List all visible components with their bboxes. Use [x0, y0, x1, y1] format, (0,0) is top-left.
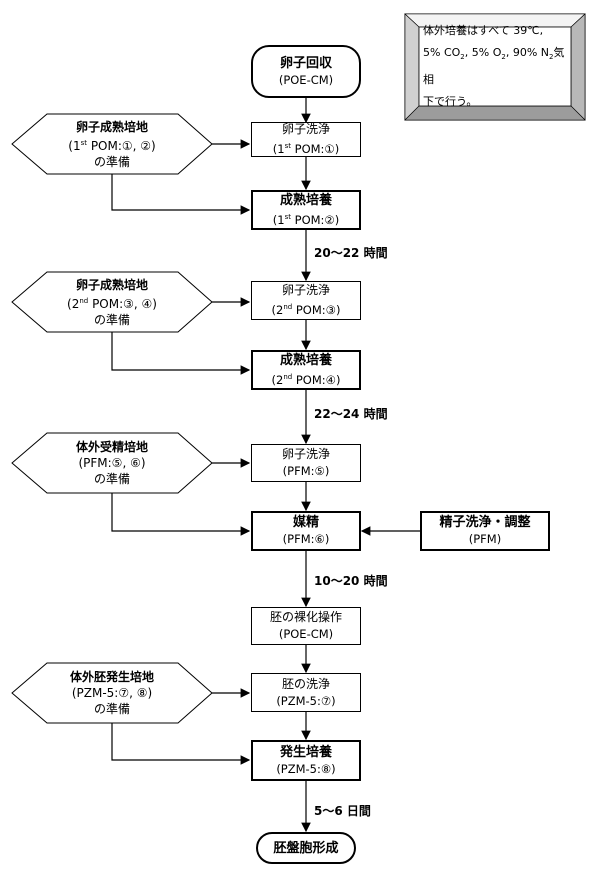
prep4-label: 体外胚発生培地 (PZM-5:⑦, ⑧) の準備: [69, 670, 154, 716]
prep2-label: 卵子成熟培地 (2nd POM:③, ④) の準備: [67, 277, 157, 327]
maturation-culture-2-box: 成熟培養 (2nd POM:④): [251, 350, 361, 390]
prep1-label: 卵子成熟培地 (1st POM:①, ②) の準備: [68, 119, 156, 169]
oocyte-wash-1-box: 卵子洗浄 (1st POM:①): [251, 122, 361, 157]
duration-label-2: 22～24 時間: [314, 407, 388, 421]
blastocyst-formation-terminal: 胚盤胞形成: [256, 832, 356, 864]
sperm-wash-box: 精子洗浄・調整 (PFM): [420, 511, 550, 551]
duration-label-3: 10～20 時間: [314, 574, 388, 588]
maturation-culture-1-box: 成熟培養 (1st POM:②): [251, 190, 361, 230]
note-line-3: 下で行う。: [423, 94, 478, 108]
culture-conditions-note: 体外培養はすべて 39℃, 5% CO2, 5% O2, 90% N2気相 下で…: [405, 14, 585, 120]
oocyte-collection-terminal: 卵子回収 (POE-CM): [251, 45, 361, 98]
embryo-wash-box: 胚の洗浄 (PZM-5:⑦): [251, 673, 361, 712]
development-culture-box: 発生培養 (PZM-5:⑧): [251, 740, 361, 781]
prep3-label: 体外受精培地 (PFM:⑤, ⑥) の準備: [75, 440, 148, 486]
note-line-1: 体外培養はすべて 39℃,: [423, 24, 544, 38]
oocyte-wash-2-box: 卵子洗浄 (2nd POM:③): [251, 281, 361, 320]
oocyte-wash-3-box: 卵子洗浄 (PFM:⑤): [251, 444, 361, 482]
insemination-box: 媒精 (PFM:⑥): [251, 511, 361, 551]
note-line-2: 5% CO2, 5% O2, 90% N2気相: [423, 46, 565, 86]
embryo-denudation-box: 胚の裸化操作 (POE-CM): [251, 607, 361, 645]
duration-label-4: 5～6 日間: [314, 804, 371, 818]
note-frame: [404, 13, 586, 121]
duration-label-1: 20～22 時間: [314, 246, 388, 260]
